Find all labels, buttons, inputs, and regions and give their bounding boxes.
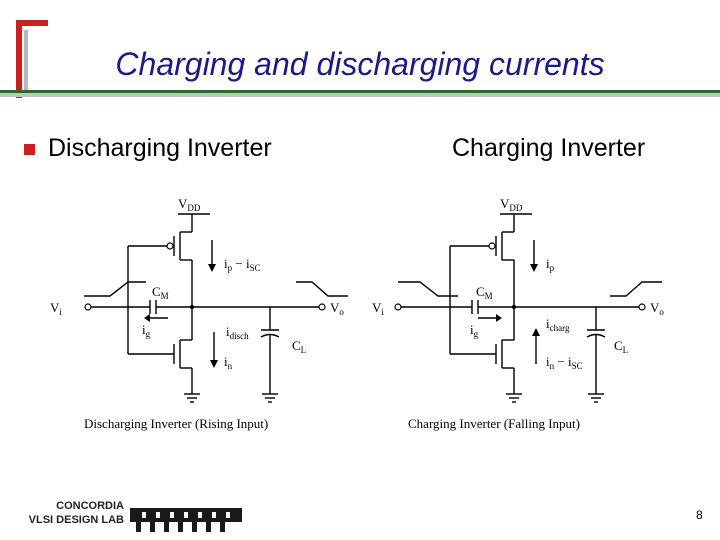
vo-label-left: Vo [330, 300, 344, 317]
icharg-arrow-right [532, 328, 540, 364]
decorative-gray-bar [24, 30, 28, 92]
input-terminal-left [84, 303, 92, 311]
miller-capacitor-right [471, 300, 514, 314]
svg-text:CM: CM [476, 284, 493, 301]
decorative-red-bar-vertical [16, 20, 22, 98]
ground-symbol-right [506, 393, 522, 403]
rising-waveform-right [610, 281, 662, 297]
logo-line-1: CONCORDIA [56, 500, 124, 512]
load-capacitor-right [586, 307, 606, 403]
svg-text:Vo: Vo [650, 300, 664, 317]
ground-symbol-left [184, 393, 200, 403]
idisch-label-left: idisch [226, 324, 249, 341]
page-number: 8 [696, 508, 703, 522]
charging-inverter-circuit: VDD ip CM Vi Vo ig icharg in − iSC CL Ch… [372, 196, 664, 431]
load-capacitor-left [260, 307, 280, 403]
svg-text:CL: CL [614, 338, 628, 355]
nmos-transistor-left [128, 339, 192, 369]
rising-waveform-left [84, 281, 146, 297]
discharging-inverter-circuit: VDD ip − iSC CM Vi Vo ig idisch in CL Di… [50, 196, 348, 431]
ip-isc-label-left: ip − iSC [224, 256, 261, 273]
cm-label-left: CM [152, 284, 169, 301]
slide-title: Charging and discharging currents [115, 46, 605, 82]
falling-waveform-right [398, 281, 458, 297]
logo-line-2: VLSI DESIGN LAB [28, 514, 124, 526]
cl-label-left: CL [292, 338, 306, 355]
ip-arrow-right [530, 240, 538, 272]
heading-charging: Charging Inverter [452, 134, 646, 162]
in-label-left: in [224, 354, 233, 371]
idisch-arrow-left [210, 332, 218, 368]
chip-icon [130, 508, 242, 532]
title-underline-dark [0, 90, 720, 93]
svg-text:icharg: icharg [546, 316, 570, 333]
pmos-transistor-right [450, 231, 514, 261]
ig-arrow-right [478, 314, 502, 322]
falling-waveform-left [296, 281, 348, 297]
miller-capacitor-left [149, 300, 192, 314]
svg-text:ig: ig [470, 322, 479, 339]
bullet-icon [24, 144, 35, 155]
vdd-label-left: VDD [178, 196, 201, 213]
decorative-red-bar-horizontal [16, 20, 48, 26]
svg-text:Vi: Vi [372, 300, 384, 317]
title-underline-light [0, 93, 720, 97]
svg-text:ip: ip [546, 256, 555, 273]
heading-discharging: Discharging Inverter [48, 134, 272, 162]
nmos-transistor-right [450, 339, 514, 369]
caption-left: Discharging Inverter (Rising Input) [84, 416, 268, 431]
svg-text:in − iSC: in − iSC [546, 354, 583, 371]
vi-label-left: Vi [50, 300, 62, 317]
ig-label-left: ig [142, 322, 151, 339]
caption-right: Charging Inverter (Falling Input) [408, 416, 580, 431]
pmos-transistor-left [128, 231, 192, 261]
ip-arrow-left [208, 240, 216, 272]
ig-arrow-left [144, 314, 168, 322]
output-terminal-left [318, 303, 326, 311]
svg-text:VDD: VDD [500, 196, 523, 213]
